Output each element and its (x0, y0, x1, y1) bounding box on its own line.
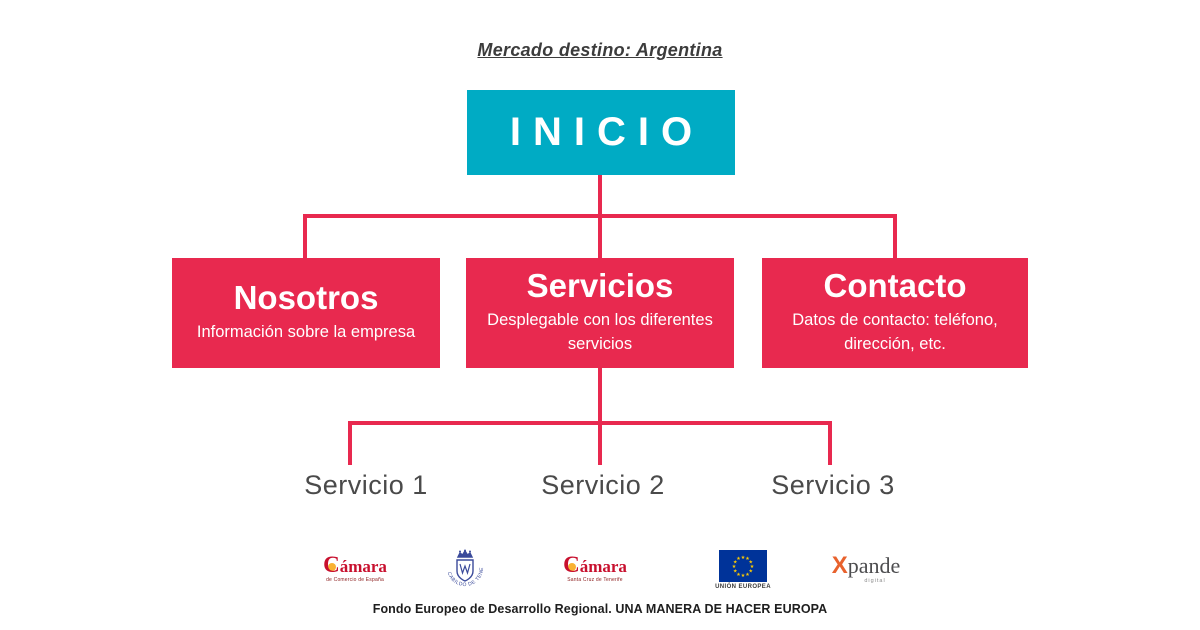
cabildo-tenerife-logo: CABILDO DE TENERIFE (439, 544, 489, 601)
connector-bottom-horizontal (348, 421, 832, 425)
xpande-logo: Xpande digital (821, 554, 911, 585)
camara-tenerife-initial: C (563, 552, 580, 577)
svg-text:★: ★ (745, 556, 750, 562)
svg-text:★: ★ (741, 555, 746, 561)
svg-text:★: ★ (732, 564, 737, 570)
connector-drop-servicio-3 (828, 421, 832, 465)
camara-espana-logo: Cámara de Comercio de España (300, 553, 410, 583)
eu-flag-icon: ★ ★ ★ ★ ★ ★ ★ ★ ★ ★ ★ ★ (719, 550, 767, 582)
xpande-rest: pande (847, 553, 901, 578)
svg-text:★: ★ (745, 572, 750, 578)
svg-text:★: ★ (736, 572, 741, 578)
connector-servicios-stem (598, 368, 602, 425)
connector-drop-contacto (893, 214, 897, 258)
leaf-servicio-3: Servicio 3 (771, 470, 895, 500)
xpande-wordmark: Xpande (821, 554, 911, 578)
connector-root-stem (598, 175, 602, 218)
camara-tenerife-subtext: Santa Cruz de Tenerife (567, 577, 623, 583)
svg-text:★: ★ (750, 564, 755, 570)
diagram-title: Mercado destino: Argentina (477, 40, 723, 60)
camara-tenerife-wordmark: Cámara (540, 553, 650, 576)
xpande-subtext: digital (864, 578, 886, 584)
camara-tenerife-rest: ámara (579, 557, 627, 576)
svg-text:★: ★ (736, 556, 741, 562)
svg-text:★: ★ (733, 569, 738, 575)
camara-tenerife-logo: Cámara Santa Cruz de Tenerife (540, 553, 650, 583)
node-contacto: Contacto Datos de contacto: teléfono, di… (762, 258, 1028, 368)
node-servicios-description: Desplegable con los diferentes servicios (487, 311, 713, 354)
camara-espana-wordmark: Cámara (300, 553, 410, 576)
union-europea-logo: ★ ★ ★ ★ ★ ★ ★ ★ ★ ★ ★ ★ UNIÓN EUROPEA (713, 550, 773, 590)
connector-drop-servicio-1 (348, 421, 352, 465)
camara-espana-initial: C (323, 552, 340, 577)
xpande-initial: X (831, 552, 848, 579)
camara-espana-rest: ámara (339, 557, 387, 576)
node-inicio: INICIO (467, 90, 735, 175)
svg-text:★: ★ (741, 573, 746, 579)
eu-label: UNIÓN EUROPEA (715, 584, 771, 590)
node-nosotros-description: Información sobre la empresa (196, 323, 416, 342)
connector-drop-servicios (598, 214, 602, 258)
node-nosotros: Nosotros Información sobre la empresa (172, 258, 440, 368)
svg-text:★: ★ (733, 560, 738, 566)
leaf-servicio-2: Servicio 2 (541, 470, 665, 500)
svg-text:★: ★ (749, 569, 754, 575)
node-servicios-title: Servicios (526, 266, 674, 304)
node-inicio-label: INICIO (509, 110, 705, 154)
cabildo-crest-icon: CABILDO DE TENERIFE (439, 544, 485, 588)
connector-drop-nosotros (303, 214, 307, 258)
node-servicios: Servicios Desplegable con los diferentes… (466, 258, 734, 368)
node-contacto-description: Datos de contacto: teléfono, dirección, … (792, 311, 998, 354)
connector-drop-servicio-2 (598, 421, 602, 465)
leaf-servicio-1: Servicio 1 (304, 470, 428, 500)
node-nosotros-title: Nosotros (233, 278, 379, 316)
footer-funding-text: Fondo Europeo de Desarrollo Regional. UN… (372, 602, 828, 616)
svg-text:★: ★ (749, 560, 754, 566)
camara-espana-subtext: de Comercio de España (326, 577, 384, 583)
node-contacto-title: Contacto (823, 266, 967, 304)
